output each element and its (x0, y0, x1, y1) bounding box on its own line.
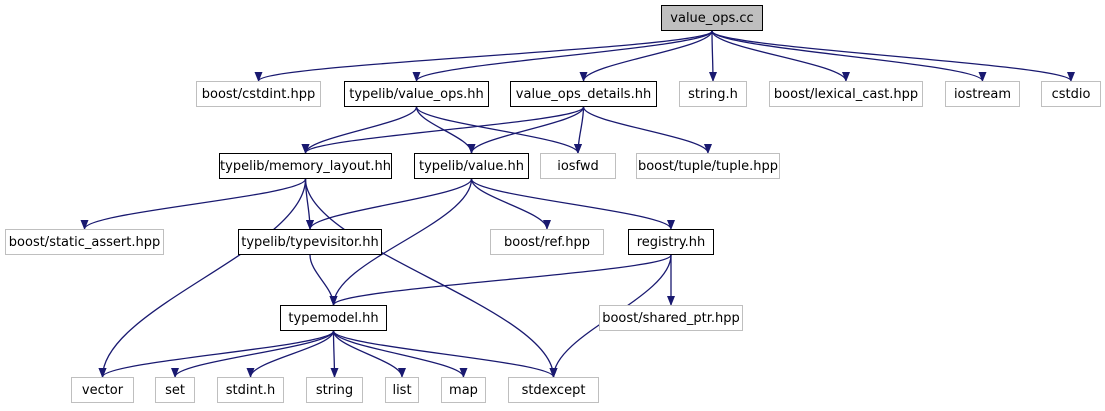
edge-value_ops_details-to-typelib_value (467, 106, 585, 154)
edges-layer (80, 30, 1075, 378)
edge-typemodel-to-set (171, 330, 335, 378)
edge-typemodel-to-map (332, 330, 468, 378)
edge-value_ops_cc-to-iostream (711, 30, 987, 82)
node-typelib-value-ops-hh[interactable]: typelib/value_ops.hh (344, 81, 489, 107)
node-set: set (155, 377, 195, 403)
edge-memory_layout-to-stdexcept (304, 178, 558, 378)
node-vector: vector (71, 377, 134, 403)
node-string: string (306, 377, 363, 403)
node-list: list (385, 377, 419, 403)
edge-typemodel-to-string (330, 330, 339, 378)
node-map: map (441, 377, 486, 403)
node-iostream: iostream (945, 81, 1020, 107)
edge-value_ops_cc-to-string_h (708, 30, 717, 82)
node-typemodel-hh[interactable]: typemodel.hh (280, 305, 387, 331)
edge-typevisitor-to-typemodel (309, 254, 338, 306)
node-string-h: string.h (679, 81, 747, 107)
edge-registry-to-typemodel (329, 254, 672, 306)
edge-value_ops_cc-to-cstdio (711, 30, 1075, 82)
node-iosfwd: iosfwd (540, 153, 616, 179)
edge-value_ops_details-to-boost_tuple (582, 106, 712, 154)
node-boost-cstdint-hpp: boost/cstdint.hpp (196, 81, 321, 107)
node-typelib-value-hh[interactable]: typelib/value.hh (414, 153, 529, 179)
node-registry-hh[interactable]: registry.hh (628, 229, 714, 255)
node-boost-lexical-cast-hpp: boost/lexical_cast.hpp (769, 81, 923, 107)
edge-typemodel-to-list (332, 330, 406, 378)
edge-typemodel-to-vector (98, 330, 335, 378)
edge-typelib_value-to-typevisitor (306, 178, 473, 230)
edge-value_ops_cc-to-value_ops_details (579, 30, 713, 82)
edge-typelib_value-to-registry (470, 178, 675, 230)
edge-typemodel-to-stdint_h (246, 330, 335, 378)
node-boost-static-assert-hpp: boost/static_assert.hpp (5, 229, 164, 255)
node-boost-shared-ptr-hpp: boost/shared_ptr.hpp (599, 305, 743, 331)
node-cstdio: cstdio (1041, 81, 1101, 107)
edge-value_ops_cc-to-boost_lexical_cast (711, 30, 850, 82)
edge-value_ops_details-to-memory_layout (301, 106, 585, 154)
node-value-ops-cc[interactable]: value_ops.cc (661, 5, 763, 31)
node-stdint-h: stdint.h (217, 377, 284, 403)
node-typelib-typevisitor-hh[interactable]: typelib/typevisitor.hh (238, 229, 382, 255)
edge-value_ops_details-to-iosfwd (574, 106, 585, 154)
edge-typelib_value_ops-to-iosfwd (415, 106, 582, 154)
edge-typelib_value_ops-to-memory_layout (301, 106, 418, 154)
node-stdexcept: stdexcept (508, 377, 599, 403)
edge-memory_layout-to-vector (98, 178, 307, 378)
edge-typemodel-to-stdexcept (332, 330, 558, 378)
node-boost-ref-hpp: boost/ref.hpp (490, 229, 604, 255)
node-boost-tuple-tuple-hpp: boost/tuple/tuple.hpp (636, 153, 780, 179)
node-typelib-memory-layout-hh[interactable]: typelib/memory_layout.hh (219, 153, 392, 179)
edge-typelib_value-to-typemodel (329, 178, 473, 306)
node-value-ops-details-hh[interactable]: value_ops_details.hh (510, 81, 657, 107)
edge-value_ops_cc-to-typelib_value_ops (412, 30, 713, 82)
edge-typelib_value-to-boost_ref (470, 178, 551, 230)
edge-memory_layout-to-boost_static_assert (80, 178, 307, 230)
edge-value_ops_cc-to-boost_cstdint (254, 30, 713, 82)
